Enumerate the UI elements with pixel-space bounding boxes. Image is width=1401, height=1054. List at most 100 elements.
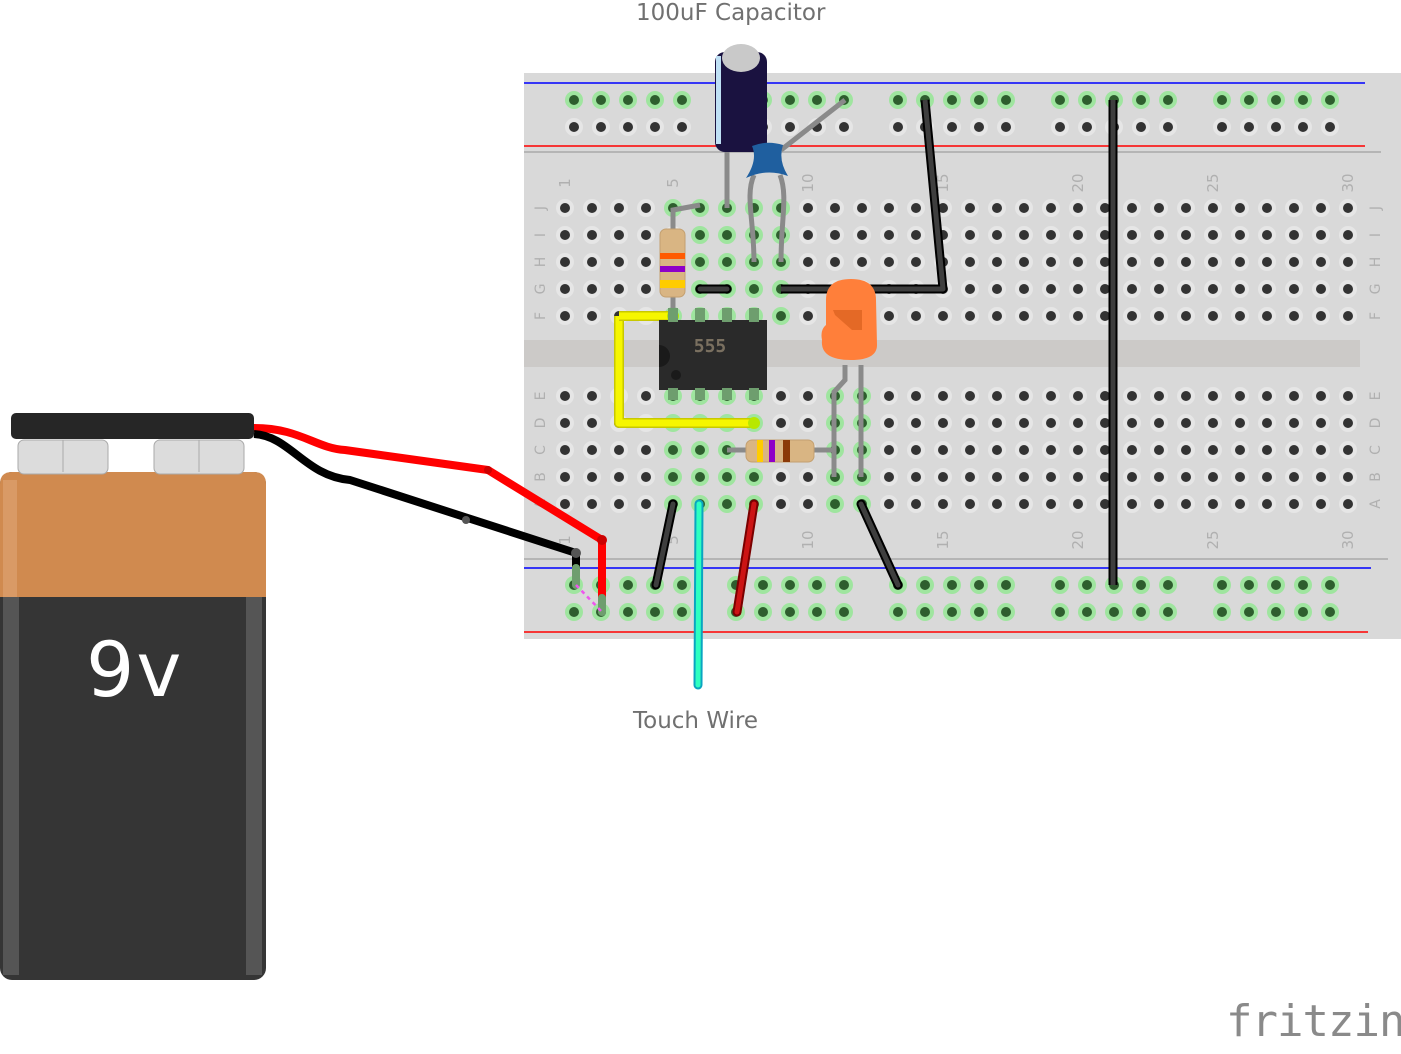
- breadboard-hole[interactable]: [1267, 91, 1285, 109]
- breadboard-hole[interactable]: [1339, 253, 1357, 271]
- breadboard-hole[interactable]: [1204, 226, 1222, 244]
- breadboard-hole[interactable]: [1204, 253, 1222, 271]
- breadboard-hole[interactable]: [1294, 118, 1312, 136]
- breadboard-hole[interactable]: [610, 199, 628, 217]
- breadboard-hole[interactable]: [772, 387, 790, 405]
- breadboard-hole[interactable]: [1267, 118, 1285, 136]
- breadboard-hole[interactable]: [1285, 226, 1303, 244]
- breadboard-hole[interactable]: [583, 226, 601, 244]
- breadboard-hole[interactable]: [1159, 91, 1177, 109]
- breadboard-hole[interactable]: [961, 414, 979, 432]
- breadboard-hole[interactable]: [619, 91, 637, 109]
- breadboard-hole[interactable]: [1177, 414, 1195, 432]
- breadboard-hole[interactable]: [619, 118, 637, 136]
- breadboard-hole[interactable]: [988, 495, 1006, 513]
- breadboard-hole[interactable]: [1177, 441, 1195, 459]
- breadboard-hole[interactable]: [1123, 495, 1141, 513]
- breadboard-hole[interactable]: [673, 576, 691, 594]
- breadboard-hole[interactable]: [1312, 387, 1330, 405]
- breadboard-hole[interactable]: [556, 226, 574, 244]
- breadboard-hole[interactable]: [754, 603, 772, 621]
- breadboard-hole[interactable]: [880, 495, 898, 513]
- breadboard-hole[interactable]: [1204, 280, 1222, 298]
- breadboard-hole[interactable]: [592, 91, 610, 109]
- breadboard-hole[interactable]: [583, 307, 601, 325]
- breadboard-hole[interactable]: [1267, 576, 1285, 594]
- breadboard-hole[interactable]: [1240, 118, 1258, 136]
- breadboard-hole[interactable]: [1258, 226, 1276, 244]
- ceramic-capacitor[interactable]: [746, 98, 847, 263]
- breadboard-hole[interactable]: [772, 414, 790, 432]
- breadboard-hole[interactable]: [1339, 280, 1357, 298]
- breadboard-hole[interactable]: [808, 91, 826, 109]
- breadboard-hole[interactable]: [1123, 199, 1141, 217]
- breadboard-hole[interactable]: [556, 495, 574, 513]
- breadboard-hole[interactable]: [889, 91, 907, 109]
- breadboard-hole[interactable]: [907, 387, 925, 405]
- breadboard-hole[interactable]: [1042, 226, 1060, 244]
- breadboard-hole[interactable]: [853, 199, 871, 217]
- breadboard-hole[interactable]: [610, 253, 628, 271]
- breadboard-hole[interactable]: [1042, 441, 1060, 459]
- breadboard-hole[interactable]: [1285, 199, 1303, 217]
- breadboard-hole[interactable]: [781, 91, 799, 109]
- breadboard-hole[interactable]: [1015, 414, 1033, 432]
- breadboard-hole[interactable]: [907, 441, 925, 459]
- breadboard-hole[interactable]: [907, 307, 925, 325]
- breadboard-hole[interactable]: [1069, 468, 1087, 486]
- breadboard-hole[interactable]: [781, 118, 799, 136]
- breadboard-hole[interactable]: [1123, 253, 1141, 271]
- breadboard-hole[interactable]: [781, 603, 799, 621]
- breadboard-hole[interactable]: [1321, 91, 1339, 109]
- breadboard-hole[interactable]: [637, 495, 655, 513]
- breadboard-hole[interactable]: [835, 576, 853, 594]
- breadboard-hole[interactable]: [556, 441, 574, 459]
- breadboard-hole[interactable]: [583, 199, 601, 217]
- breadboard-hole[interactable]: [1321, 576, 1339, 594]
- breadboard-hole[interactable]: [853, 226, 871, 244]
- breadboard-hole[interactable]: [934, 495, 952, 513]
- breadboard-hole[interactable]: [646, 91, 664, 109]
- breadboard-hole[interactable]: [880, 441, 898, 459]
- breadboard-hole[interactable]: [1042, 468, 1060, 486]
- breadboard-hole[interactable]: [556, 387, 574, 405]
- breadboard-hole[interactable]: [1339, 226, 1357, 244]
- breadboard-hole[interactable]: [610, 441, 628, 459]
- breadboard-hole[interactable]: [592, 118, 610, 136]
- breadboard-hole[interactable]: [1078, 603, 1096, 621]
- breadboard-hole[interactable]: [916, 576, 934, 594]
- breadboard-hole[interactable]: [1204, 199, 1222, 217]
- breadboard-hole[interactable]: [610, 468, 628, 486]
- breadboard-hole[interactable]: [961, 468, 979, 486]
- breadboard-hole[interactable]: [1123, 414, 1141, 432]
- breadboard-hole[interactable]: [1339, 414, 1357, 432]
- breadboard-hole[interactable]: [1150, 414, 1168, 432]
- breadboard-hole[interactable]: [664, 441, 682, 459]
- breadboard-hole[interactable]: [781, 576, 799, 594]
- breadboard-hole[interactable]: [961, 387, 979, 405]
- breadboard-hole[interactable]: [988, 441, 1006, 459]
- breadboard-hole[interactable]: [1150, 468, 1168, 486]
- breadboard-hole[interactable]: [1213, 576, 1231, 594]
- breadboard-hole[interactable]: [1258, 253, 1276, 271]
- breadboard-hole[interactable]: [1213, 118, 1231, 136]
- breadboard-hole[interactable]: [691, 226, 709, 244]
- breadboard-hole[interactable]: [1231, 199, 1249, 217]
- ic-555-timer[interactable]: 555: [659, 308, 767, 400]
- breadboard-hole[interactable]: [1105, 603, 1123, 621]
- breadboard-hole[interactable]: [583, 495, 601, 513]
- breadboard-hole[interactable]: [1204, 414, 1222, 432]
- breadboard-hole[interactable]: [880, 307, 898, 325]
- breadboard-hole[interactable]: [1231, 414, 1249, 432]
- breadboard-hole[interactable]: [1069, 387, 1087, 405]
- breadboard-hole[interactable]: [1015, 468, 1033, 486]
- breadboard-hole[interactable]: [1132, 576, 1150, 594]
- breadboard-hole[interactable]: [1015, 495, 1033, 513]
- breadboard-hole[interactable]: [1258, 387, 1276, 405]
- breadboard-hole[interactable]: [1231, 441, 1249, 459]
- breadboard-hole[interactable]: [907, 226, 925, 244]
- breadboard-hole[interactable]: [997, 576, 1015, 594]
- breadboard-hole[interactable]: [907, 414, 925, 432]
- breadboard-hole[interactable]: [1312, 307, 1330, 325]
